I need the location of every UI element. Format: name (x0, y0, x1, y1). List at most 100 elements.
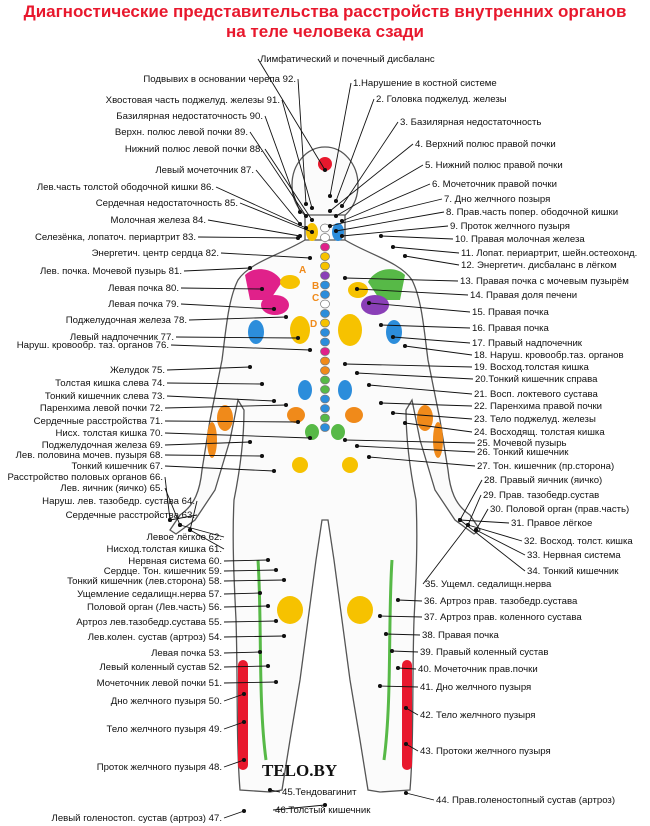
pointer-dot-56 (265, 603, 271, 609)
pointer-dot-9 (339, 233, 345, 239)
pointer-dot-25 (342, 437, 348, 443)
label-68: Лев. половина мочев. пузыря 68. (16, 450, 163, 461)
label-64: Наруш. лев. тазобедр. сустава 64. (42, 496, 195, 507)
zone-elbow-left (217, 405, 233, 431)
label-70: Нисх. толстая кишка 70. (56, 428, 164, 439)
label-20: 20.Тонкий кишечник справа (475, 374, 598, 385)
pointer-dot-48 (241, 757, 247, 763)
pointer-line-84 (207, 219, 301, 237)
label-82: Энергетич. центр сердца 82. (92, 248, 219, 259)
pointer-line-55 (223, 620, 277, 623)
pointer-dot-52 (265, 663, 271, 669)
zone-neck-right (332, 223, 344, 241)
spine-vertebra (320, 309, 330, 318)
pointer-dot-72 (283, 402, 289, 408)
pointer-dot-13 (342, 275, 348, 281)
pointer-dot-81 (247, 265, 253, 271)
pointer-line-90 (264, 115, 301, 213)
pointer-dot-82 (307, 255, 313, 261)
label-89: Верхн. полюс левой почки 89. (115, 127, 248, 138)
pointer-dot-4 (327, 208, 333, 214)
pointer-dot-57 (257, 590, 263, 596)
pointer-lines (164, 58, 526, 819)
label-67: Тонкий кишечник 67. (72, 461, 163, 472)
pointer-dot-11 (390, 244, 396, 250)
spine-vertebra (320, 252, 330, 261)
pointer-line-50 (223, 693, 245, 702)
pointer-line-42 (405, 707, 419, 716)
pointer-dot-23 (390, 410, 396, 416)
pointer-line-53 (223, 651, 261, 654)
pointer-dot-1 (327, 193, 333, 199)
pointer-line-73 (166, 395, 275, 402)
pointer-dot-14 (354, 286, 360, 292)
pointer-dot-43 (403, 741, 409, 747)
label-81: Лев. почка. Мочевой пузырь 81. (40, 266, 182, 277)
watermark: TELO.BY (262, 761, 337, 780)
pointer-line-21 (368, 384, 473, 395)
pointer-dot-54 (281, 633, 287, 639)
pointer-dot-71 (295, 419, 301, 425)
zone-colon-right (345, 407, 363, 423)
pointer-line-79 (180, 303, 275, 310)
pointer-line-60 (223, 559, 269, 562)
pointer-dot-10 (378, 233, 384, 239)
pointer-dot-88 (309, 217, 315, 223)
pointer-line-11 (392, 246, 460, 254)
pointer-line-44 (405, 792, 435, 801)
pointer-dot-39 (389, 648, 395, 654)
zone-shoulder-right (368, 269, 405, 300)
pointer-line-36 (397, 599, 423, 602)
pointer-line-74 (166, 382, 263, 385)
label-9: 9. Проток желчного пузыря (450, 221, 570, 232)
label-80: Левая почка 80. (108, 283, 179, 294)
pointer-line-25 (344, 439, 476, 444)
pointer-dot-24 (402, 420, 408, 426)
pointer-line-57 (223, 592, 261, 595)
pointer-line-68 (164, 454, 263, 457)
zone-left-kidney-upper (261, 295, 289, 315)
spine-vertebra (320, 233, 330, 242)
zone-pancreas-left (290, 316, 310, 344)
label-63: Сердечные расстройства 63. (66, 510, 195, 521)
label-60: Нервная система 60. (128, 556, 222, 567)
pointer-line-35 (422, 524, 469, 585)
pointer-line-6 (341, 183, 431, 222)
pointer-line-46 (272, 804, 326, 811)
label-72: Паренхима левой почки 72. (40, 403, 163, 414)
pointer-dot-77 (295, 335, 301, 341)
label-73: Тонкий кишечник слева 73. (45, 391, 165, 402)
spine-vertebra (320, 413, 330, 423)
label-33: 33. Нервная система (527, 550, 621, 561)
pointer-dot-18 (402, 343, 408, 349)
zone-leg-line-left (256, 559, 268, 761)
label-32: 32. Восход. толст. кишка (524, 536, 633, 547)
label-4: 4. Верхний полюс правой почки (415, 139, 556, 150)
pointer-dot-41 (377, 683, 383, 689)
spine-vertebra (320, 299, 330, 309)
label-90: Базилярная недостаточность 90. (116, 111, 263, 122)
pointer-dot-37 (377, 613, 383, 619)
pointer-line-91 (281, 99, 313, 209)
spine-vertebra (320, 356, 330, 366)
pointer-line-14 (356, 288, 469, 296)
spine-letter-c: C (312, 293, 319, 304)
pointer-dot-60 (265, 557, 271, 563)
zone-hip-right (342, 457, 358, 473)
pointer-dot-89 (303, 213, 309, 219)
zone-colon-left (287, 407, 305, 423)
label-40: 40. Мочеточник прав.почки (418, 664, 538, 675)
label-36: 36. Артроз прав. тазобедр.сустава (424, 596, 578, 607)
label-87: Левый мочеточник 87. (155, 165, 254, 176)
label-84: Молочная железа 84. (111, 215, 206, 226)
label-46: 46.Толстый кишечник (275, 805, 371, 816)
label-77: Левый надпочечник 77. (70, 332, 174, 343)
label-91: Хвостовая часть поджелуд. железы 91. (106, 95, 280, 106)
pointer-dot-53 (257, 649, 263, 655)
label-37: 37. Артроз прав. коленного сустава (424, 612, 582, 623)
pointer-line-88 (264, 148, 313, 221)
label-43: 43. Протоки желчного пузыря (420, 746, 551, 757)
spine-vertebra (320, 280, 330, 290)
label-58: Тонкий кишечник (лев.сторона) 58. (67, 576, 222, 587)
label-42: 42. Тело желчного пузыря (420, 710, 536, 721)
